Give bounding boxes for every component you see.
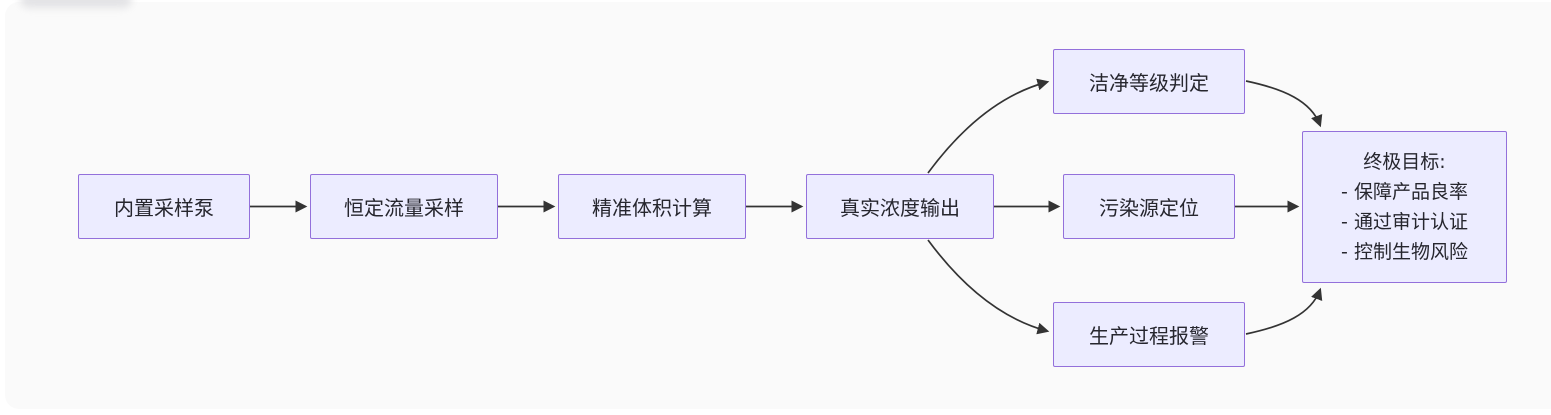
goal-bullet-yield: - 保障产品良率 — [1341, 181, 1468, 203]
node-label: 生产过程报警 — [1089, 324, 1209, 348]
top-edge-artifact — [20, 0, 132, 8]
node-built-in-sampling-pump: 内置采样泵 — [78, 174, 250, 239]
edge-process-alarm-to-goal — [1245, 287, 1323, 335]
node-precise-volume-calculation: 精准体积计算 — [558, 174, 746, 239]
goal-bullet-biorisk: - 控制生物风险 — [1341, 241, 1468, 263]
node-label: 污染源定位 — [1099, 196, 1199, 220]
node-true-concentration-output: 真实浓度输出 — [806, 174, 994, 239]
edge-concentration-to-cleanliness — [927, 78, 1050, 174]
node-cleanliness-level-determination: 洁净等级判定 — [1053, 49, 1245, 114]
node-ultimate-goal: 终极目标: - 保障产品良率 - 通过审计认证 - 控制生物风险 — [1302, 131, 1507, 283]
node-label: 恒定流量采样 — [344, 196, 464, 220]
node-label: 洁净等级判定 — [1089, 71, 1209, 95]
node-constant-flow-sampling: 恒定流量采样 — [310, 174, 498, 239]
node-pollution-source-localization: 污染源定位 — [1063, 174, 1235, 239]
goal-bullet-audit: - 通过审计认证 — [1341, 211, 1468, 233]
goal-title: 终极目标: — [1363, 151, 1446, 173]
edge-cleanliness-to-goal — [1245, 80, 1323, 128]
node-label: 精准体积计算 — [592, 196, 712, 220]
node-label: 真实浓度输出 — [840, 196, 960, 220]
edge-concentration-to-process-alarm — [927, 239, 1050, 335]
node-production-process-alarm: 生产过程报警 — [1053, 302, 1245, 367]
node-label: 内置采样泵 — [114, 196, 214, 220]
